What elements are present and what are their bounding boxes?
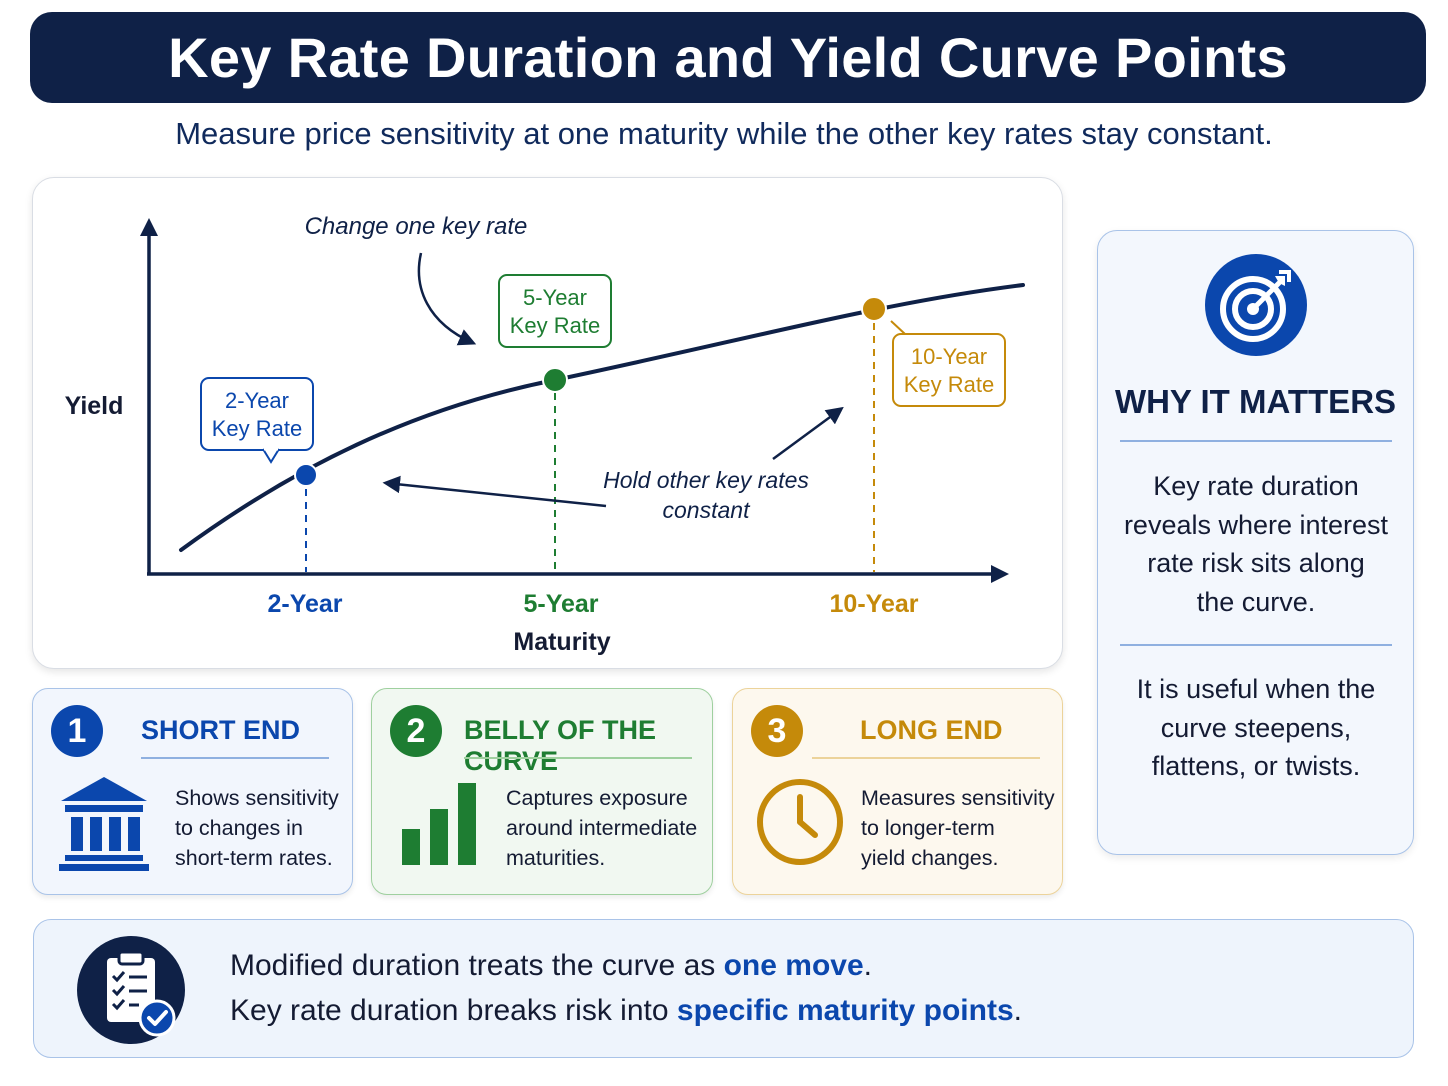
- page-title: Key Rate Duration and Yield Curve Points: [168, 26, 1288, 89]
- two-year-callout: 2-Year Key Rate: [200, 377, 314, 464]
- why-divider-bottom: [1120, 644, 1392, 646]
- two-year-point: [294, 463, 318, 487]
- short-end-card: 1 SHORT END Shows sensitivity to changes…: [32, 688, 353, 895]
- x-axis-label: Maturity: [513, 628, 610, 656]
- summary-line-1-period: .: [863, 949, 872, 982]
- ten-year-point: [861, 296, 887, 322]
- summary-highlight-maturity-points: specific maturity points: [676, 994, 1014, 1027]
- two-year-callout-line2: Key Rate: [212, 416, 303, 441]
- page-subtitle: Measure price sensitivity at one maturit…: [175, 116, 1273, 151]
- tick-label-2-year: 2-Year: [267, 590, 342, 618]
- desc-line: Shows sensitivity: [175, 786, 339, 810]
- desc-line: around intermediate: [506, 816, 698, 840]
- five-year-callout-line2: Key Rate: [510, 313, 601, 338]
- title-banner: Key Rate Duration and Yield Curve Points: [30, 12, 1426, 103]
- summary-highlight-one-move: one move: [723, 949, 864, 982]
- short-end-number: 1: [51, 705, 103, 757]
- target-icon: [1205, 254, 1307, 356]
- summary-line-2-period: .: [1013, 994, 1022, 1027]
- y-axis-arrowhead: [140, 218, 158, 236]
- why-text-primary: Key rate duration reveals where interest…: [1114, 467, 1398, 621]
- why-text-line: the curve.: [1196, 586, 1316, 617]
- why-text-line: reveals where interest: [1123, 509, 1389, 540]
- short-end-description: Shows sensitivity to changes in short-te…: [175, 783, 339, 873]
- summary-line-1-text: Modified duration treats the curve as: [230, 949, 724, 982]
- x-axis-arrowhead: [991, 565, 1009, 583]
- tick-label-5-year: 5-Year: [523, 590, 598, 618]
- hold-annotation-line1: Hold other key rates: [603, 467, 809, 493]
- why-it-matters-title: WHY IT MATTERS: [1114, 383, 1397, 420]
- summary-line-2: Key rate duration breaks risk into speci…: [230, 994, 1022, 1028]
- short-end-title: SHORT END: [141, 715, 301, 745]
- five-year-point: [542, 367, 568, 393]
- bank-icon: [59, 775, 149, 876]
- desc-line: to longer-term: [861, 816, 995, 840]
- long-end-rule: [812, 757, 1040, 759]
- why-text-line: curve steepens,: [1160, 712, 1352, 743]
- why-text-line: flattens, or twists.: [1151, 751, 1361, 781]
- hold-annotation-line2: constant: [663, 497, 752, 523]
- two-year-callout-line1: 2-Year: [225, 388, 289, 413]
- ten-year-callout-line2: Key Rate: [904, 372, 995, 397]
- long-end-description: Measures sensitivity to longer-term yiel…: [861, 783, 1055, 873]
- y-axis-label: Yield: [65, 392, 124, 420]
- desc-line: Captures exposure: [506, 786, 688, 810]
- bar-chart-icon: [400, 781, 480, 872]
- summary-card: Modified duration treats the curve as on…: [33, 919, 1414, 1058]
- why-text-secondary: It is useful when the curve steepens, fl…: [1114, 670, 1398, 786]
- five-year-callout: 5-Year Key Rate: [498, 274, 612, 348]
- why-text-line: Key rate duration: [1153, 471, 1359, 501]
- belly-rule: [464, 757, 692, 759]
- tick-label-10-year: 10-Year: [830, 590, 919, 618]
- desc-line: Measures sensitivity: [861, 786, 1055, 810]
- yield-curve-line: [179, 283, 1025, 552]
- hold-arrow-left: [382, 475, 607, 508]
- belly-number: 2: [390, 705, 442, 757]
- clock-icon: [755, 777, 845, 872]
- long-end-number: 3: [751, 705, 803, 757]
- belly-title: BELLY OF THE CURVE: [464, 715, 657, 776]
- five-year-callout-line1: 5-Year: [523, 285, 587, 310]
- yield-curve-card: 2-Year Key Rate 5-Year Key Rate 10-Year …: [32, 177, 1063, 669]
- why-text-line: rate risk sits along: [1147, 548, 1365, 578]
- desc-line: to changes in: [175, 816, 303, 840]
- short-end-rule: [141, 757, 329, 759]
- long-end-card: 3 LONG END Measures sensitivity to longe…: [732, 688, 1063, 895]
- clipboard-check-icon: [77, 936, 185, 1044]
- why-it-matters-card: WHY IT MATTERS Key rate duration reveals…: [1097, 230, 1414, 855]
- why-text-line: It is useful when the: [1136, 674, 1376, 704]
- desc-line: maturities.: [506, 846, 606, 870]
- why-divider-top: [1120, 440, 1392, 442]
- summary-line-1: Modified duration treats the curve as on…: [230, 949, 872, 983]
- desc-line: yield changes.: [861, 846, 999, 870]
- ten-year-callout: 10-Year Key Rate: [890, 320, 1006, 407]
- yield-curve-diagram: 2-Year Key Rate 5-Year Key Rate 10-Year …: [65, 213, 1025, 656]
- ten-year-callout-line1: 10-Year: [911, 344, 987, 369]
- belly-card: 2 BELLY OF THE CURVE Captures exposure a…: [371, 688, 713, 895]
- long-end-title: LONG END: [860, 715, 1003, 745]
- summary-line-2-text: Key rate duration breaks risk into: [230, 994, 677, 1027]
- change-one-rate-annotation: Change one key rate: [305, 213, 528, 240]
- hold-arrow-up: [772, 406, 844, 461]
- desc-line: short-term rates.: [175, 846, 333, 870]
- belly-description: Captures exposure around intermediate ma…: [506, 783, 697, 873]
- change-arrow: [417, 252, 477, 346]
